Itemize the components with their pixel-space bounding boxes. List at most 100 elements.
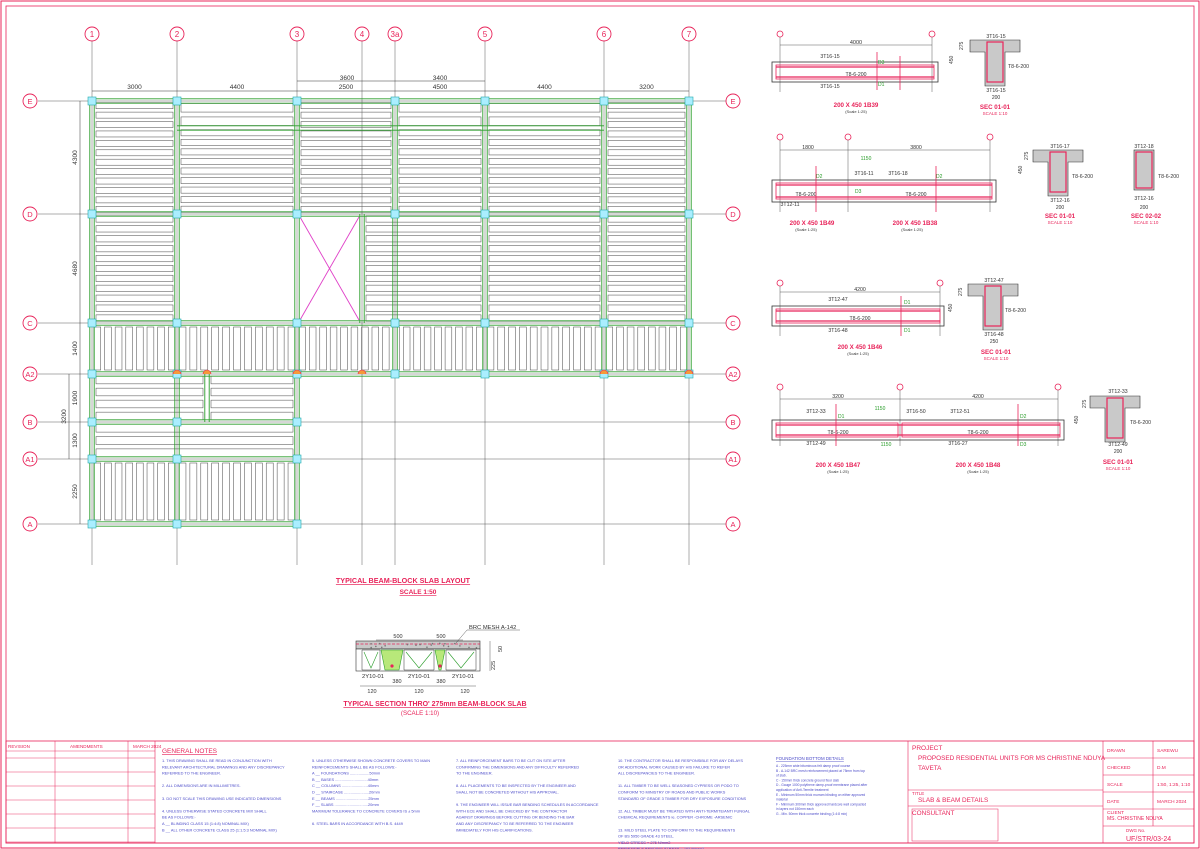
sec4-title: SEC 01-01: [981, 349, 1012, 356]
aggregate: [430, 644, 432, 646]
column: [173, 520, 181, 528]
aggregate: [419, 644, 421, 646]
sec5-link: T8-6-200: [1130, 420, 1151, 426]
sec3-bot: 3T12-16: [1134, 196, 1153, 202]
note-line: A __ FOUNDATIONS ..................50mm: [312, 771, 380, 776]
note-line: BE AS FOLLOWS:-: [162, 815, 196, 820]
sec2-title: SEC 01-01: [1045, 213, 1076, 220]
checked-label: CHECKED: [1107, 765, 1131, 771]
note-line: SHALL NOT BE CONCRETED WITHOUT HIS APPRO…: [456, 790, 559, 795]
beam2-bot1: 3T12-11: [781, 202, 800, 208]
grid-label-2: 2: [175, 30, 180, 39]
sec1-scale: SCALE 1:10: [983, 111, 1008, 116]
dim-top-4: 4400: [537, 84, 552, 91]
sec4-bot: 3T16-48: [984, 332, 1003, 338]
beam2-zone-b: D3: [855, 189, 862, 195]
beam3-scale: (Scale 1:25): [847, 351, 869, 356]
note-line: B __ BASES .............................…: [312, 777, 378, 782]
dim-top-5: 3200: [639, 84, 654, 91]
dim-500-left: 500: [393, 634, 402, 640]
aggregate: [443, 645, 445, 647]
note-line: 1. THIS DRAWING SHALL BE READ IN CONJUNC…: [162, 758, 272, 763]
column: [391, 97, 399, 105]
sec5-bot: 3T12-49: [1108, 442, 1127, 448]
beam2-scale-b: (Scale 1:25): [901, 227, 923, 232]
beam4-zone-a: D1: [838, 414, 845, 420]
grid-label-5: 5: [483, 30, 488, 39]
note-line: CONFIRMING THE DIMENSIONS AND ANY DIFFIC…: [456, 764, 579, 769]
dim-top-1: 4400: [230, 84, 245, 91]
column: [173, 455, 181, 463]
note-line: in layers not 150mm each: [776, 807, 814, 811]
column: [88, 418, 96, 426]
note-line: of slab.: [776, 774, 787, 778]
sec5-width: 200: [1114, 449, 1123, 455]
note-line: A __ BLINDING CLASS 15 (1:4:8) NOMINAL M…: [162, 821, 249, 826]
sec3-scale: SCALE 1:10: [1134, 220, 1159, 225]
drawn-value: SAREWU: [1157, 748, 1179, 754]
dim-225: 225: [491, 661, 497, 670]
note-line: TO THE ENGINEER.: [456, 771, 493, 776]
aggregate: [476, 647, 478, 649]
dim-top-3: 4500: [433, 84, 448, 91]
section-title: TYPICAL SECTION THRO' 275mm BEAM-BLOCK S…: [343, 701, 526, 708]
beam3-span: 4200: [854, 287, 866, 293]
beam4-zone-b: D2: [1020, 414, 1027, 420]
aggregate: [448, 646, 450, 648]
dim-left-4: 3200: [61, 409, 68, 424]
sec2-height: 450: [1018, 165, 1024, 174]
beam3-top: 3T12-47: [828, 297, 847, 303]
grid-label-left-C: C: [27, 319, 33, 328]
dim-50: 50: [498, 646, 504, 652]
sec4-width: 250: [990, 339, 999, 345]
note-line: 2. ALL DIMENSIONS ARE IN MILLIMETRES.: [162, 783, 241, 788]
column: [391, 210, 399, 218]
note-line: 11. ALL TIMBER TO BE WELL SEASONED CYPRE…: [618, 783, 739, 788]
note-line: OR ADDITIONAL WORK CAUSED BY HIS FAILURE…: [618, 764, 730, 769]
dim-top-0: 3000: [127, 84, 142, 91]
column: [391, 319, 399, 327]
grid-label-left-A1: A1: [25, 455, 34, 464]
aggregate: [432, 643, 434, 645]
beam4-top1: 3T12-33: [806, 409, 825, 415]
column: [685, 97, 693, 105]
sec5-top: 3T12-33: [1108, 389, 1127, 395]
dim-top2-0: 3600: [340, 75, 355, 82]
dim-120-c: 120: [460, 689, 469, 695]
sec5-title: SEC 01-01: [1103, 459, 1134, 466]
note-line: AGAINST DRAWINGS BEFORE CUTTING OR BENDI…: [456, 815, 575, 820]
dim-120-b: 120: [414, 689, 423, 695]
aggregate: [407, 644, 409, 646]
beam2-mid: 1150: [861, 156, 872, 162]
column: [600, 97, 608, 105]
aggregate: [375, 646, 377, 648]
beam4-bot1: 3T12-49: [806, 441, 825, 447]
note-line: 8. ALL PLACEMENTS TO BE INSPECTED BY THE…: [456, 783, 576, 788]
block: [404, 650, 434, 670]
beam1-zone2: D1: [878, 82, 885, 88]
aggregate: [439, 643, 441, 645]
dim-left-1: 4680: [72, 261, 79, 276]
drawn-label: DRAWN: [1107, 748, 1125, 754]
client-value: MS. CHRISTINE NDUYA: [1107, 816, 1163, 822]
beam4-stirrup-b: T8-6-200: [967, 430, 988, 436]
grid-label-left-B: B: [27, 418, 32, 427]
grid-label-left-D: D: [27, 210, 33, 219]
column: [391, 370, 399, 378]
beam2-top2: 3T16-18: [888, 171, 907, 177]
note-line: A - 225mm wide bituminous felt damp proo…: [776, 764, 850, 768]
beam1-title: 200 X 450 1B39: [834, 102, 879, 109]
drawing-title: SLAB & BEAM DETAILS: [918, 797, 988, 804]
date-value: MARCH 2024: [1157, 799, 1187, 805]
note-line: D __ STAIRCASE .......................20…: [312, 790, 380, 795]
beam4-span2: 4200: [972, 394, 984, 400]
dim-left-3: 1900: [72, 390, 79, 405]
column: [88, 520, 96, 528]
grid-label-3a: 3a: [391, 30, 400, 39]
column: [685, 319, 693, 327]
sec2-top: 3T16-17: [1050, 144, 1069, 150]
sec3-width: 200: [1140, 205, 1149, 211]
note-line: 13. MILD STEEL PLATE TO CONFORM TO THE R…: [618, 827, 736, 832]
grid-label-4: 4: [360, 30, 365, 39]
